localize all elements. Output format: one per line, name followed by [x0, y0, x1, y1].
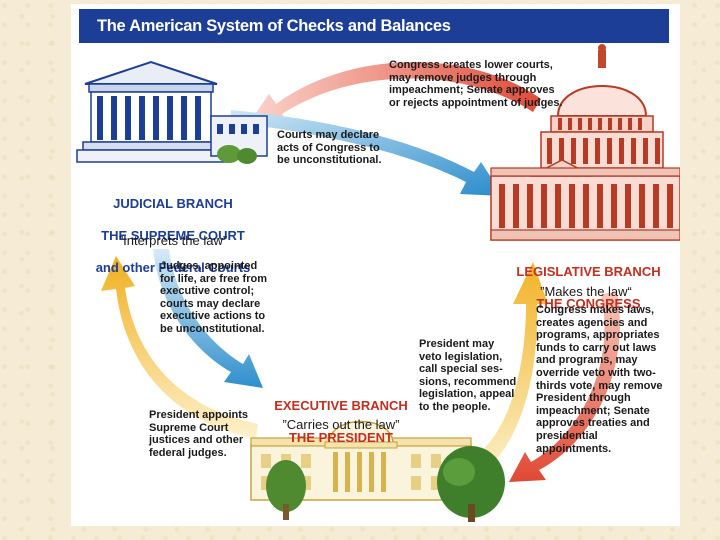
note-congress-to-courts: Congress creates lower courts, may remov…: [389, 59, 563, 109]
judicial-role: ”Interprets the law”: [118, 233, 228, 248]
arrow-congress-to-president: [509, 292, 620, 482]
legislative-branch-label: LEGISLATIVE BRANCH: [516, 264, 661, 279]
note-courts-to-congress: Courts may declare acts of Congress to b…: [277, 129, 382, 167]
arrow-courts-to-president: [153, 249, 263, 388]
arrow-president-to-congress: [471, 262, 548, 474]
arrow-president-to-courts: [101, 256, 258, 439]
capitol-building-icon: [490, 44, 680, 241]
supreme-court-label: THE SUPREME COURT: [101, 228, 245, 243]
note-president-to-courts: President appoints Supreme Court justice…: [149, 409, 249, 459]
executive-role: ”Carries out the law”: [282, 417, 400, 432]
title-bar: The American System of Checks and Balanc…: [79, 9, 669, 43]
note-courts-to-president: Judges, appointed for life, are free fro…: [160, 260, 267, 335]
president-label: THE PRESIDENT: [288, 430, 393, 445]
congress-label: THE CONGRESS: [536, 296, 641, 311]
tree-icon: [437, 446, 505, 522]
arrow-courts-to-congress: [231, 110, 503, 196]
executive-branch-label: EXECUTIVE BRANCH: [274, 398, 408, 413]
white-house-icon: [250, 420, 472, 520]
judicial-heading: JUDICIAL BRANCH THE SUPREME COURT and ot…: [83, 180, 263, 292]
note-president-to-congress: President may veto legislation, call spe…: [419, 338, 517, 413]
page-title: The American System of Checks and Balanc…: [97, 17, 451, 35]
supreme-court-building-icon: [76, 60, 268, 164]
diagram-panel: The American System of Checks and Balanc…: [71, 4, 680, 526]
executive-heading: EXECUTIVE BRANCH THE PRESIDENT: [261, 382, 421, 462]
legislative-heading: LEGISLATIVE BRANCH THE CONGRESS: [511, 248, 666, 328]
diagram-artwork: [76, 44, 680, 522]
legislative-role: ”Makes the law“: [540, 284, 632, 299]
arrow-congress-to-courts: [243, 62, 541, 132]
judicial-branch-label: JUDICIAL BRANCH: [113, 196, 233, 211]
federal-courts-label: and other Federal Courts: [95, 260, 251, 275]
note-congress-to-president: Congress makes laws, creates agencies an…: [536, 304, 663, 455]
